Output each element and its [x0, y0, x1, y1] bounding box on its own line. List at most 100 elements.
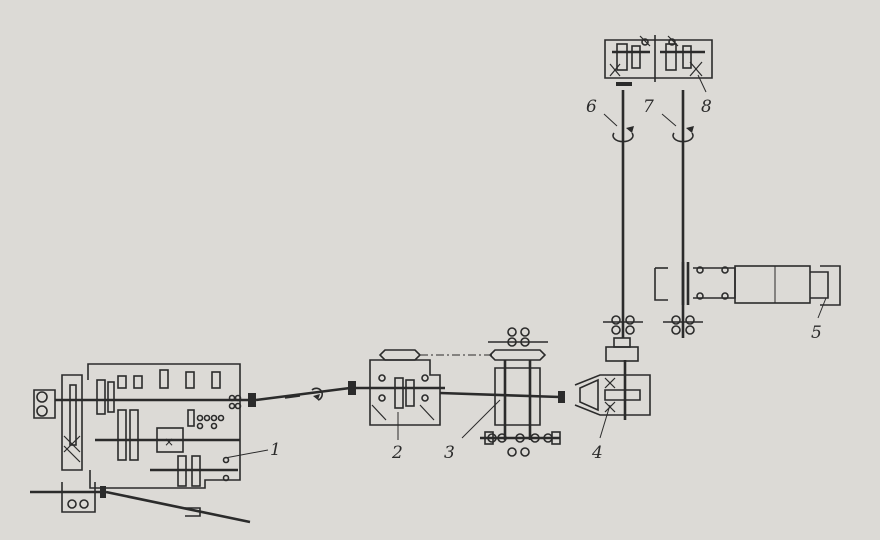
- rotation-arrow-6: [612, 132, 634, 143]
- drum-bearing-a: [696, 266, 704, 274]
- vertical-shafts: 6 7: [586, 90, 703, 338]
- support-left-bearing-b: [625, 315, 635, 325]
- eyelet-upper: [36, 391, 48, 403]
- drum-bearing-b: [721, 266, 729, 274]
- reducer-top-coupling: [605, 346, 639, 362]
- upper-gear-b: [631, 45, 641, 69]
- axle-top-bearing-c: [507, 337, 517, 347]
- upper-gearbox-unit-8: 8: [604, 35, 713, 117]
- svg-text:×: ×: [164, 435, 174, 449]
- gear-d: [117, 375, 127, 389]
- transfer-gear-a: [394, 377, 404, 409]
- transfer-bearing-d: [421, 374, 429, 382]
- gear-a: [69, 384, 77, 446]
- bevel-reducer-unit-4: 4: [558, 337, 651, 463]
- drum-bearing-d: [721, 292, 729, 300]
- pto-joint: [185, 507, 201, 517]
- gearbox-bearings: [196, 394, 242, 482]
- label-4: 4: [591, 443, 603, 463]
- eyelet-block: [33, 389, 56, 419]
- support-left-bearing-a: [611, 315, 621, 325]
- support-right-bearing-b: [685, 315, 695, 325]
- gearbox-unit-1: × 1: [30, 363, 281, 524]
- label-3: 3: [444, 443, 455, 463]
- drum-right-bracket: [810, 271, 829, 299]
- axle-top-bearing-a: [507, 327, 517, 337]
- rotation-arrow-a: [311, 387, 324, 401]
- label-5: 5: [811, 323, 822, 343]
- support-right-bearing-c: [671, 325, 681, 335]
- reducer-input-joint: [558, 391, 565, 403]
- axle-top-gear: [488, 349, 547, 361]
- cardan-shaft-1: [255, 386, 351, 402]
- pto-output-shaft: [105, 490, 251, 524]
- transfer-case-unit-2: 2: [356, 349, 495, 463]
- gear-k: [187, 409, 195, 427]
- drive-axle-unit-3: 3: [439, 327, 561, 463]
- support-left-bearing-d: [625, 325, 635, 335]
- eyelet-lower: [36, 405, 48, 417]
- propeller-shaft-1-2: [248, 381, 356, 407]
- reducer-top-flange: [613, 337, 631, 348]
- support-right-bearing-a: [671, 315, 681, 325]
- label-1: 1: [270, 440, 281, 460]
- rotation-arrow-7-head: [686, 126, 694, 133]
- gear-m: [191, 455, 201, 487]
- leader-3: [461, 399, 501, 439]
- upper-gearbox-hatching: [609, 35, 703, 77]
- winch-drum-unit-5: 5: [654, 262, 841, 343]
- upper-bearing-a: [641, 38, 649, 46]
- upper-gearbox-housing: [604, 39, 713, 79]
- drum-right-clamp: [820, 265, 841, 306]
- axle-top-bearing-d: [520, 337, 530, 347]
- leader-5: [817, 297, 827, 319]
- pto-bearing-2: [79, 499, 89, 509]
- rotation-arrow-7: [672, 132, 694, 143]
- drum-bearing-c: [696, 292, 704, 300]
- transfer-case-housing: [369, 359, 441, 426]
- transfer-bearing-b: [421, 394, 429, 402]
- gear-e: [133, 375, 143, 389]
- axle-end-left: [484, 431, 494, 445]
- cardan-joint-left: [248, 393, 256, 407]
- rotation-arrow-a-head: [313, 394, 320, 400]
- axle-housing: [494, 367, 541, 426]
- reducer-bevel-gear: [604, 389, 641, 401]
- leader-4: [599, 404, 611, 439]
- transfer-gear-b: [405, 379, 415, 407]
- rotation-arrow-6-head: [626, 126, 634, 133]
- gearbox-side-case: [61, 374, 83, 471]
- support-right-bearing-d: [685, 325, 695, 335]
- label-8: 8: [701, 97, 712, 117]
- gear-c: [107, 381, 115, 413]
- gear-b: [96, 379, 106, 415]
- upper-bearing-b: [668, 38, 676, 46]
- upper-gear-a: [616, 43, 628, 71]
- gearbox-hatching: [63, 435, 81, 463]
- leader-1: [224, 449, 269, 459]
- leader-6: [603, 113, 618, 127]
- leader-8: [697, 74, 707, 93]
- drum-left-clamp: [654, 268, 668, 301]
- gear-f: [159, 369, 169, 389]
- upper-gear-c: [665, 43, 677, 71]
- synchronizer-box: [156, 427, 184, 453]
- gear-h: [211, 371, 221, 389]
- reducer-bevel-pinion: [579, 378, 599, 412]
- label-7: 7: [643, 97, 654, 117]
- transfer-hatching: [371, 404, 435, 421]
- transfer-top-gear: [378, 349, 422, 361]
- reducer-hatching: [604, 377, 616, 413]
- gear-i: [117, 409, 127, 461]
- leader-7: [661, 113, 677, 127]
- pto-bearing: [67, 499, 77, 509]
- axle-drive-shaft: [439, 391, 561, 399]
- support-left-bearing-c: [611, 325, 621, 335]
- cardan-joint-right: [348, 381, 356, 395]
- gear-j: [129, 409, 139, 461]
- upper-coupling: [616, 82, 632, 86]
- axle-top-bearing-b: [520, 327, 530, 337]
- gear-g: [185, 371, 195, 389]
- gearbox-housing: [87, 363, 241, 489]
- slip-joint: [284, 395, 301, 399]
